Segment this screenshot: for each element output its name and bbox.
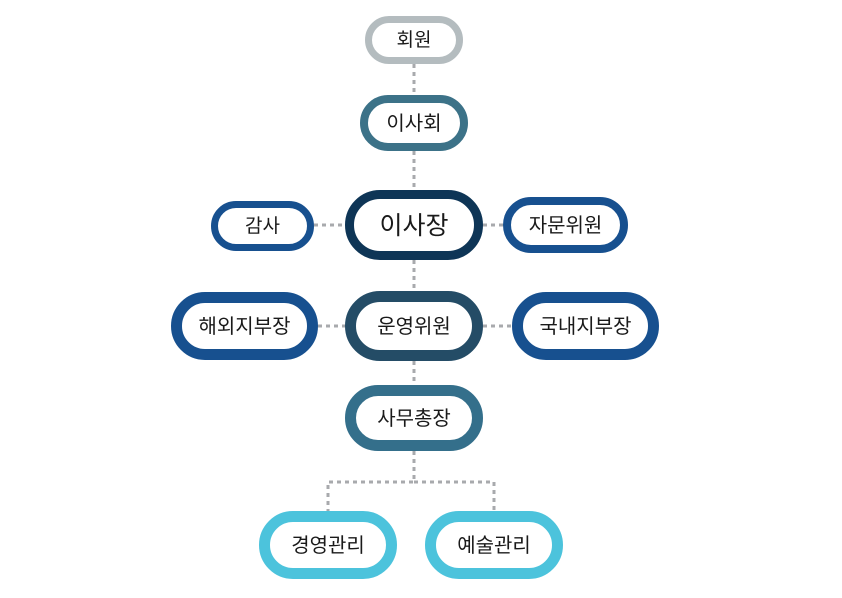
node-overseas-branch-label: 해외지부장 xyxy=(198,314,291,338)
node-chairman-label: 이사장 xyxy=(379,210,449,240)
node-overseas-branch: 해외지부장 xyxy=(171,292,318,360)
node-secretary-general-label: 사무총장 xyxy=(377,406,451,430)
node-advisory-label: 자문위원 xyxy=(528,213,603,237)
node-arts-management-label: 예술관리 xyxy=(457,533,531,557)
connector-secgen-mgmt xyxy=(326,451,416,511)
node-board-label: 이사회 xyxy=(386,111,442,135)
node-board: 이사회 xyxy=(360,95,468,151)
node-business-management: 경영관리 xyxy=(259,511,397,579)
node-domestic-branch: 국내지부장 xyxy=(512,292,659,360)
node-audit: 감사 xyxy=(211,201,314,251)
node-operating-committee-label: 운영위원 xyxy=(377,314,451,338)
connector-secgen-arts xyxy=(414,480,496,511)
node-member-label: 회원 xyxy=(396,28,432,51)
node-chairman: 이사장 xyxy=(345,190,483,260)
node-business-management-label: 경영관리 xyxy=(291,533,365,557)
node-arts-management: 예술관리 xyxy=(425,511,563,579)
node-member: 회원 xyxy=(365,16,463,64)
node-audit-label: 감사 xyxy=(245,214,280,237)
node-secretary-general: 사무총장 xyxy=(345,385,483,451)
node-advisory: 자문위원 xyxy=(503,197,628,253)
node-domestic-branch-label: 국내지부장 xyxy=(539,314,632,338)
node-operating-committee: 운영위원 xyxy=(345,291,483,361)
